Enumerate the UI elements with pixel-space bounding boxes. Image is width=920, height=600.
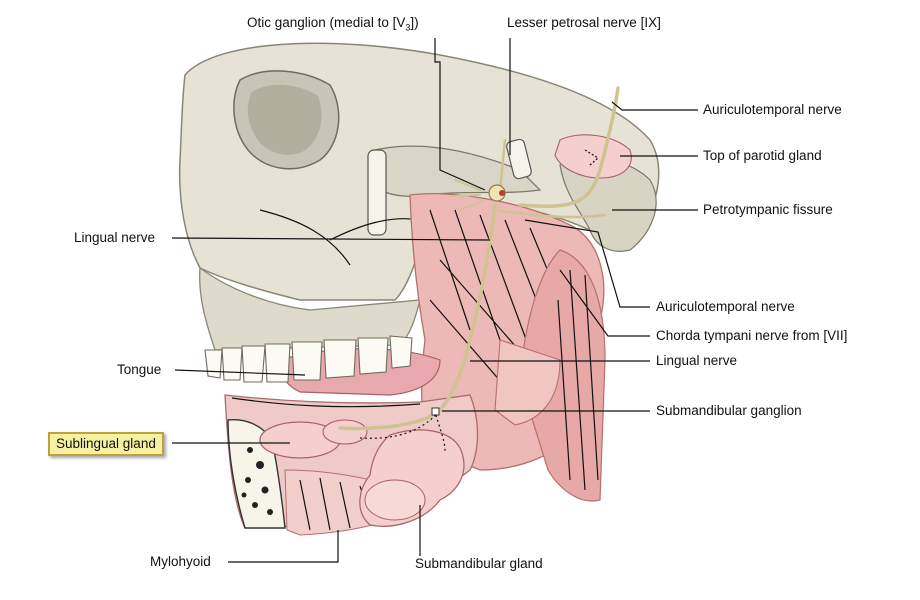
nerves: [338, 86, 620, 431]
label-otic-ganglion: Otic ganglion (medial to [V3]): [247, 15, 419, 33]
label-top-of-parotid-gland: Top of parotid gland: [703, 148, 822, 163]
label-auriculotemporal-nerve-top: Auriculotemporal nerve: [703, 102, 842, 117]
parotid-gland: [554, 134, 632, 179]
auriculotemporal-nerve-path: [518, 86, 620, 208]
label-mylohyoid: Mylohyoid: [150, 554, 211, 569]
lingual-nerve-path: [338, 203, 497, 431]
arch-cut-right: [506, 138, 532, 180]
label-lesser-petrosal-nerve: Lesser petrosal nerve [IX]: [507, 15, 661, 30]
leader-lines: [171, 38, 698, 563]
label-sublingual-gland-highlighted: Sublingual gland: [48, 432, 164, 456]
label-tongue: Tongue: [117, 362, 162, 377]
label-submandibular-gland: Submandibular gland: [415, 556, 543, 571]
arch-cut-left: [367, 149, 387, 236]
label-lingual-nerve-right: Lingual nerve: [656, 353, 738, 368]
chorda-tympani-path: [493, 208, 607, 219]
label-submandibular-ganglion: Submandibular ganglion: [656, 403, 802, 418]
label-petrotympanic-fissure: Petrotympanic fissure: [703, 202, 833, 217]
maxilla: [199, 266, 421, 351]
lesser-petrosal-path: [498, 138, 507, 192]
label-chorda-tympani: Chorda tympani nerve from [VII]: [656, 328, 848, 343]
bone-trabeculae: [241, 437, 273, 515]
submandibular-ganglion: [431, 407, 440, 416]
label-auriculotemporal-nerve-mid: Auriculotemporal nerve: [656, 299, 795, 314]
zygomatic-arch: [374, 145, 542, 197]
label-lingual-nerve-left: Lingual nerve: [74, 230, 156, 245]
